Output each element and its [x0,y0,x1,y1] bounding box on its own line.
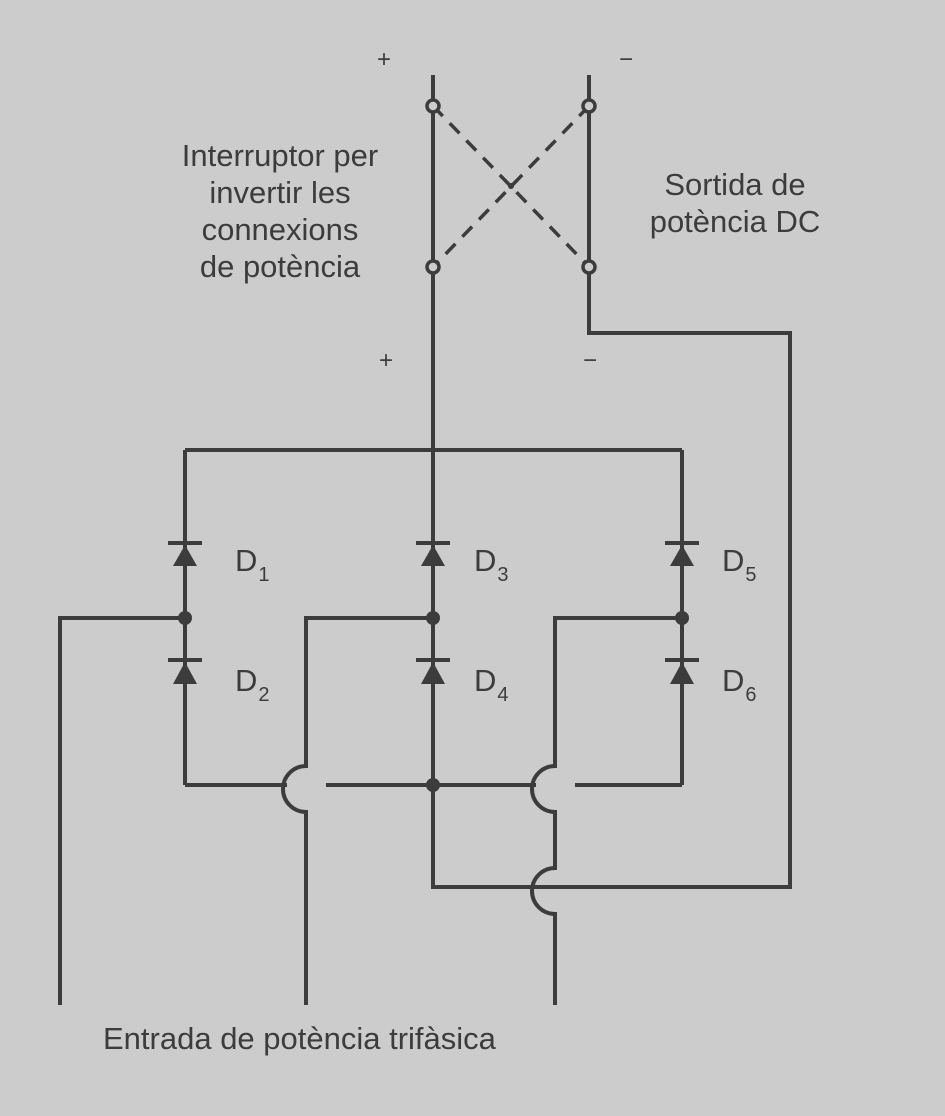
switch-terminal-bottom-left [425,259,441,275]
input-minus-sign: − [583,347,598,374]
junction-dot-bottom [426,778,440,792]
junction-dot-3 [675,611,689,625]
diode-label-d1: D1 [235,543,270,586]
diode-label-d6: D6 [722,663,757,706]
switch-label: Interruptor per invertir les connexions … [160,137,400,285]
phase-input-3 [530,616,682,1005]
diode-label-d4: D4 [474,663,509,706]
switch-label-line-3: connexions [201,212,359,247]
switch-terminal-bottom-right [581,259,597,275]
diode-d5-triangle [670,545,694,566]
switch-label-line-1: Interruptor per [181,138,379,173]
switch-cross-center [508,183,514,189]
diode-d2-triangle [173,662,197,684]
switch-cross-2 [431,104,591,269]
diode-d1-triangle [173,545,197,566]
switch-terminal-top-left [425,98,441,114]
input-label: Entrada de potència trifàsica [103,1021,496,1056]
switch-cross-1 [431,104,591,269]
phase-input-1 [58,616,185,1005]
diode-label-d2: D2 [235,663,270,706]
output-label-line-2: potència DC [649,204,821,239]
diode-d3-triangle [421,545,445,566]
input-plus-sign: + [379,347,394,374]
output-minus-sign: − [619,46,634,73]
diode-d6-triangle [670,662,694,684]
diode-d4-triangle [421,662,445,684]
switch-terminal-top-right [581,98,597,114]
negative-return-wire [431,267,792,889]
diode-label-d5: D5 [722,543,757,586]
switch-label-line-2: invertir les [209,175,351,210]
phase-input-2 [281,616,433,1005]
output-plus-sign: + [377,46,392,73]
switch-label-line-4: de potència [199,249,361,284]
output-label: Sortida de potència DC [630,166,840,240]
diode-label-d3: D3 [474,543,509,586]
junction-dot-1 [178,611,192,625]
junction-dot-2 [426,611,440,625]
output-label-line-1: Sortida de [664,167,806,202]
